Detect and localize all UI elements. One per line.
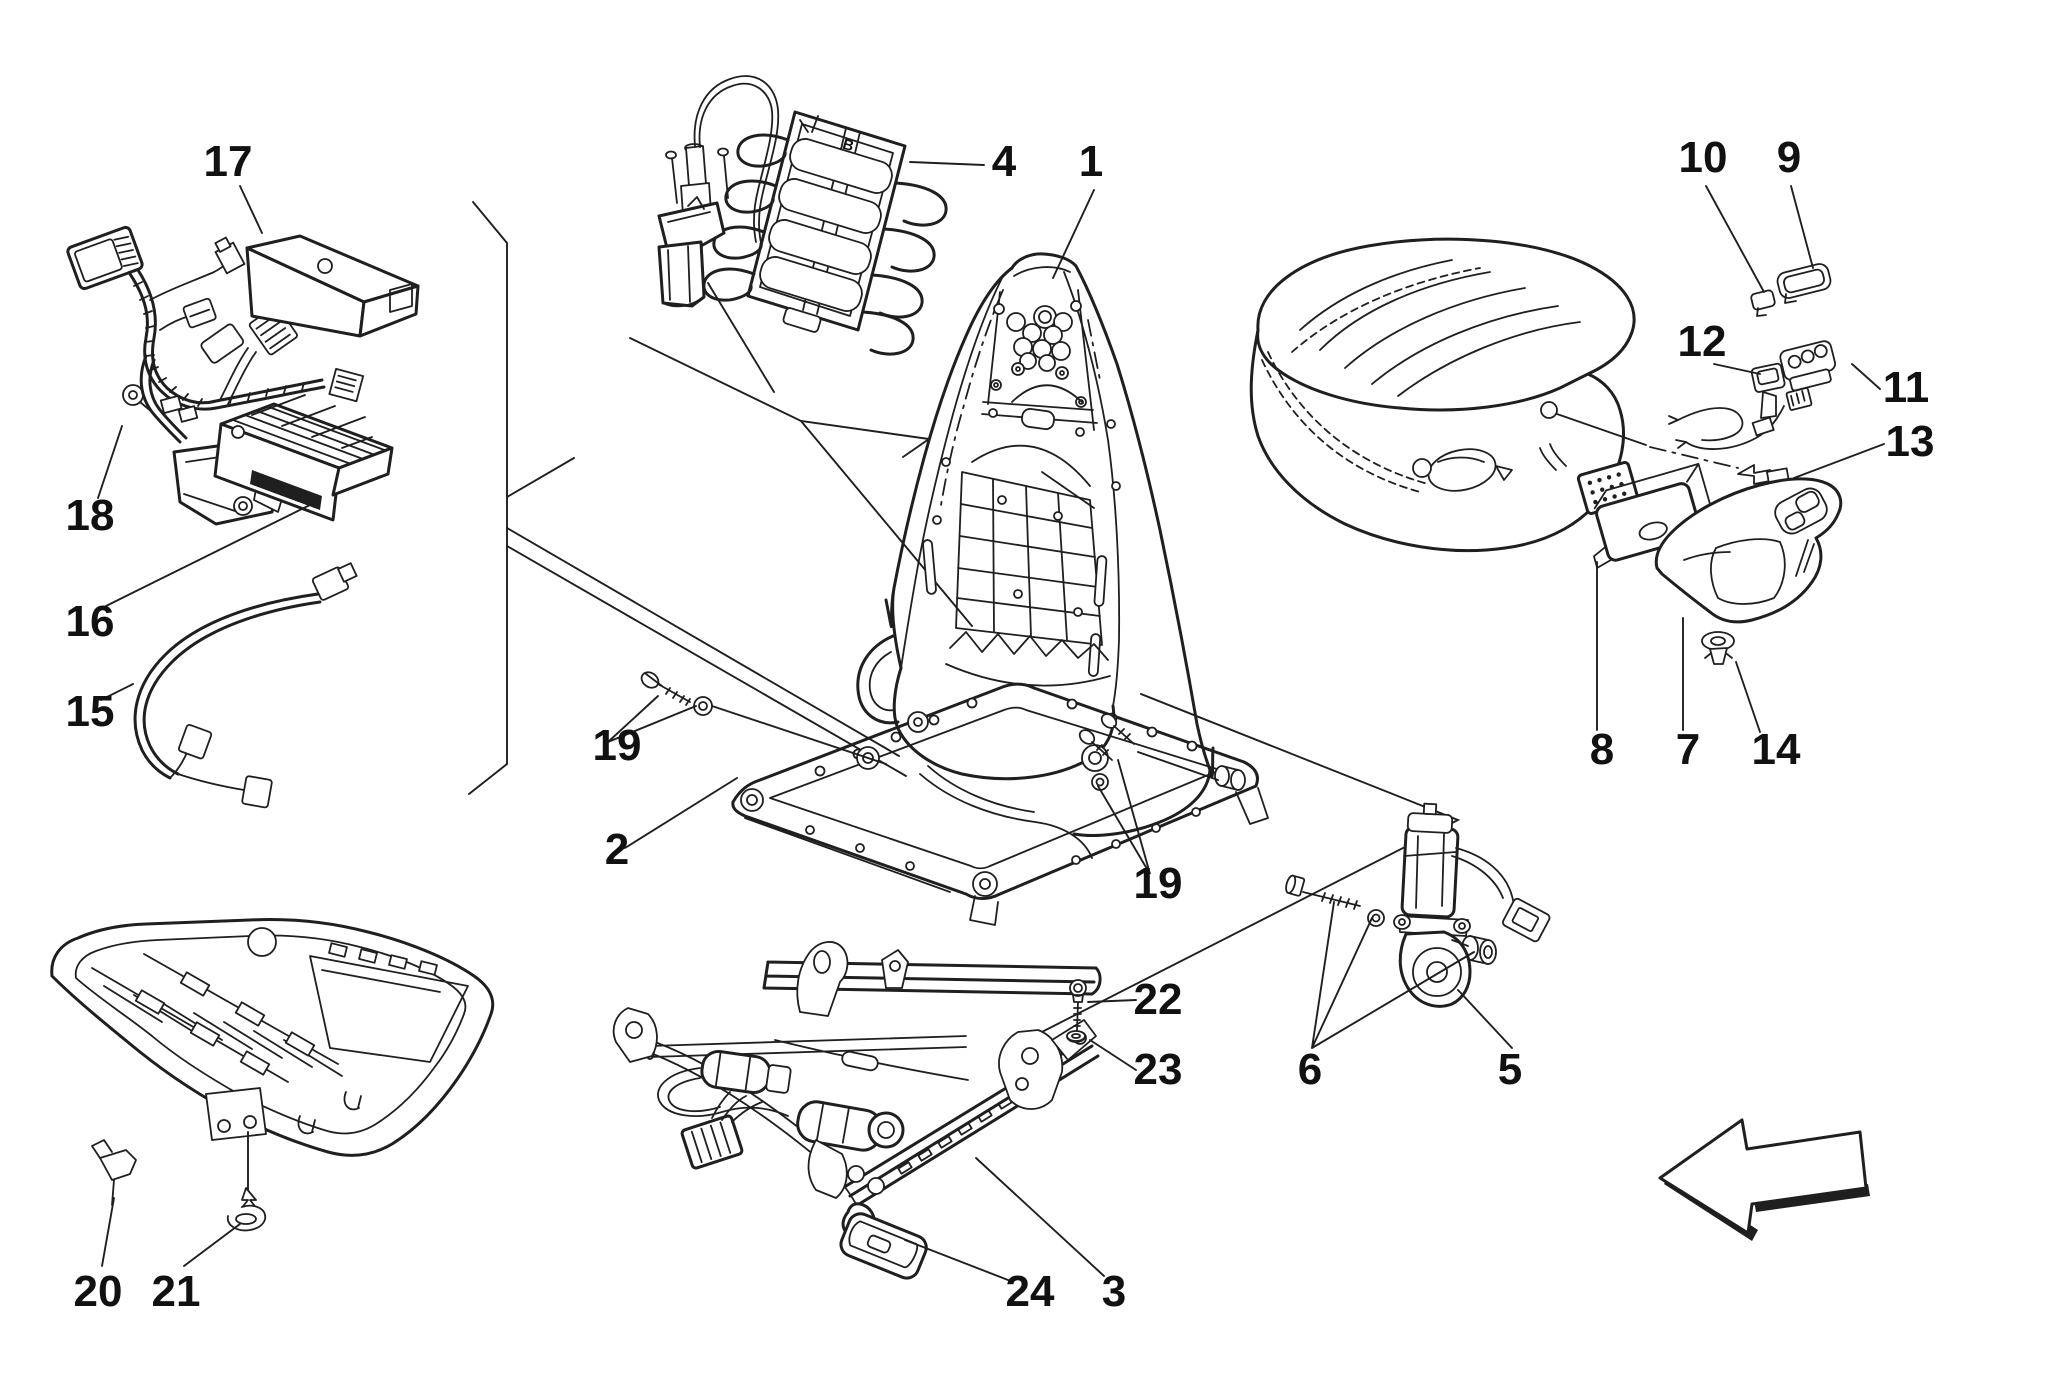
screw-washer-front [640,671,713,716]
callout-21: 21 [152,1267,201,1316]
callout-3: 3 [1102,1267,1126,1316]
callout-18: 18 [66,491,115,540]
callout-4: 4 [992,137,1017,186]
height-actuator-motor [1393,802,1551,1008]
washer-23 [1066,1030,1086,1043]
lumbar-panel-marking: B [840,136,855,155]
callout-10: 10 [1679,133,1728,182]
rail-end-cover [839,1212,928,1280]
callout-7: 7 [1676,725,1700,774]
callout-24: 24 [1006,1267,1055,1316]
push-clip [226,1187,267,1232]
callout-15: 15 [66,687,115,736]
callout-23: 23 [1134,1045,1183,1094]
callout-12: 12 [1678,317,1727,366]
lumbar-springs [702,133,948,356]
lumbar-motor [657,75,780,308]
lumbar-switch-12 [1750,362,1786,419]
direction-arrow-icon [1658,1118,1870,1241]
link-cable [133,562,358,809]
lumbar-support-assembly: B [657,75,948,356]
screw-washer-rear [1078,713,1135,791]
callout-2: 2 [605,825,629,874]
side-trim-panel [1654,477,1843,624]
callout-6: 6 [1298,1045,1322,1094]
callout-1: 1 [1079,137,1103,186]
actuator-bolt-washer-bushing [1285,874,1497,965]
switch-cable [1668,405,1785,450]
callout-14: 14 [1752,725,1801,774]
callout-11: 11 [1883,363,1930,412]
callout-9: 9 [1777,133,1801,182]
switch-cap-9 [1776,263,1832,304]
seat-adjust-switch-11 [1779,340,1836,411]
leader-lines [97,161,1885,1281]
callout-13: 13 [1886,417,1935,466]
callout-8: 8 [1590,725,1614,774]
screw-22 [1069,979,1087,1031]
harness-clip [91,1139,137,1206]
callout-17: 17 [204,137,253,186]
construction-lines [468,201,1461,1038]
seat-pan [50,918,495,1193]
callout-19-right: 19 [1134,859,1183,908]
push-pin-clip-14 [1701,631,1735,665]
assembly-axis [1556,413,1739,469]
callout-19-left: 19 [593,721,642,770]
callout-20: 20 [74,1267,123,1316]
callout-5: 5 [1498,1045,1522,1094]
backrest-frame [856,252,1215,859]
ecu-cover [245,234,420,338]
switch-button-10 [1750,289,1776,317]
callout-labels: 1 2 3 4 5 6 7 8 9 10 11 12 13 14 15 16 1… [66,133,1935,1316]
electronic-control-unit [213,394,394,522]
callout-22: 22 [1134,975,1183,1024]
seat-rail-assembly [612,941,1102,1240]
seat-cushion [1249,237,1636,553]
callout-16: 16 [66,597,115,646]
